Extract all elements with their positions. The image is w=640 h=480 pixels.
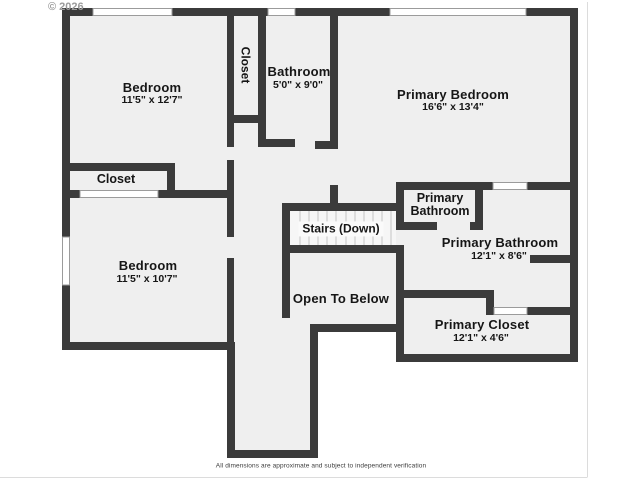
room-label-primary-closet: Primary Closet	[434, 316, 530, 332]
room-dims-bedroom-1: 11'5" x 12'7"	[121, 94, 183, 107]
room-label-closet-vertical: Closet	[238, 46, 253, 84]
window-bathroom-top	[267, 8, 296, 16]
room-dims-bathroom: 5'0" x 9'0"	[273, 79, 323, 92]
room-label-closet-2: Closet	[96, 172, 136, 187]
page-border	[0, 2, 588, 478]
window-primary-bedroom-top	[389, 8, 527, 16]
room-label-bedroom-2: Bedroom	[118, 257, 178, 273]
room-dims-primary-bathroom: 12'1" x 8'6"	[471, 250, 527, 263]
room-label-primary-bathroom-wc-line1: Primary	[416, 191, 464, 205]
room-dims-primary-closet: 12'1" x 4'6"	[453, 332, 509, 345]
room-dims-bedroom-2: 11'5" x 10'7"	[116, 273, 178, 286]
window-bedroom2-left	[62, 236, 70, 286]
room-label-primary-bedroom: Primary Bedroom	[396, 86, 510, 102]
walls	[62, 8, 578, 458]
stairs-label: Stairs (Down)	[298, 221, 384, 237]
room-label-primary-bathroom-wc: Primary Bathroom	[410, 192, 469, 218]
window-bedroom1-top	[92, 8, 173, 16]
room-label-bathroom: Bathroom	[267, 63, 331, 79]
room-label-bedroom-1: Bedroom	[122, 79, 182, 95]
disclaimer-text: All dimensions are approximate and subje…	[215, 462, 427, 470]
windows	[62, 8, 528, 315]
room-dims-primary-bedroom: 16'6" x 13'4"	[422, 101, 484, 114]
copyright-watermark: © 2026	[48, 1, 84, 13]
closet-slider-door	[79, 190, 159, 198]
room-label-primary-bathroom-wc-line2: Bathroom	[410, 204, 470, 218]
opening-primary-bathroom	[492, 182, 528, 190]
open-to-below-label: Open To Below	[292, 290, 390, 306]
room-label-primary-bathroom: Primary Bathroom	[441, 234, 559, 250]
opening-primary-closet	[493, 307, 528, 315]
